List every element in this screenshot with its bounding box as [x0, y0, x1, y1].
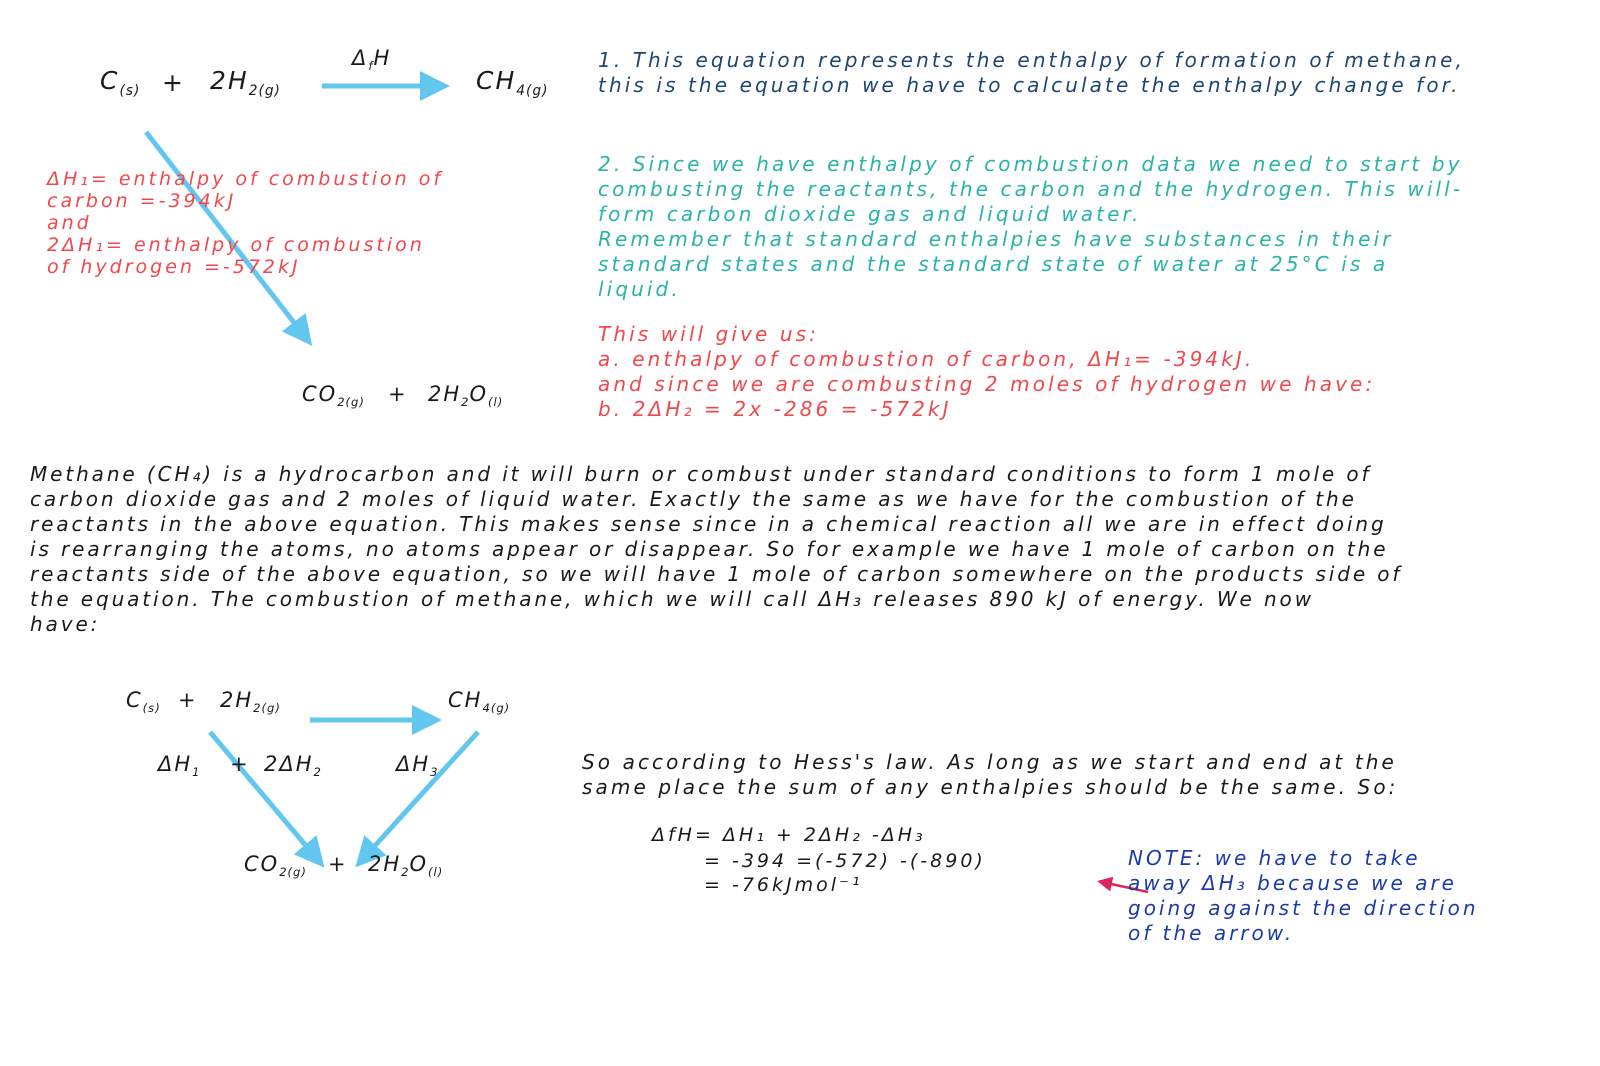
combustion-arrow-methane [355, 730, 480, 868]
step-2-text: 2. Since we have enthalpy of combustion … [598, 152, 1464, 301]
hydrogen-reactant-2: 2H2(g) [220, 688, 281, 716]
combustion-arrow-reactants [208, 730, 325, 868]
plus-sign: + [162, 68, 185, 97]
co2-product: CO2(g) [302, 382, 365, 410]
calc-line-2: = -394 =(-572) -(-890) [704, 850, 986, 872]
hydrogen-reactant: 2H2(g) [210, 66, 281, 99]
carbon-reactant: C(s) [100, 66, 141, 99]
plus-sign-products: + [388, 382, 408, 406]
note-pointer-arrow [1097, 876, 1149, 894]
water-product: 2H2O(l) [428, 382, 504, 410]
combustion-data-note: ΔH₁= enthalpy of combustion of carbon =-… [47, 168, 444, 278]
co2-product-2: CO2(g) [244, 852, 307, 880]
delta-h1-label: ΔH1 [158, 752, 201, 780]
combustion-arrow-down [144, 130, 313, 346]
step-1-text: 1. This equation represents the enthalpy… [598, 48, 1465, 97]
note-text: NOTE: we have to take away ΔH₃ because w… [1128, 846, 1479, 945]
plus-sign-products-2: + [328, 852, 348, 876]
methane-product-2: CH4(g) [448, 688, 511, 716]
plus-sign-mid: + [230, 752, 250, 776]
hess-law-text: So according to Hess's law. As long as w… [582, 750, 1399, 799]
methane-product: CH4(g) [476, 66, 549, 99]
methane-combustion-paragraph: Methane (CH₄) is a hydrocarbon and it wi… [30, 462, 1403, 636]
delta-h2-label: 2ΔH2 [264, 752, 322, 780]
formation-arrow-label: ΔfH [352, 46, 392, 74]
calc-line-3: = -76kJmol⁻¹ [704, 874, 863, 896]
water-product-2: 2H2O(l) [368, 852, 444, 880]
delta-h3-label: ΔH3 [396, 752, 439, 780]
plus-sign-2: + [178, 688, 198, 712]
carbon-reactant-2: C(s) [126, 688, 161, 716]
result-text: This will give us: a. enthalpy of combus… [598, 322, 1376, 421]
calc-line-1: ΔfH= ΔH₁ + 2ΔH₂ -ΔH₃ [652, 824, 926, 846]
